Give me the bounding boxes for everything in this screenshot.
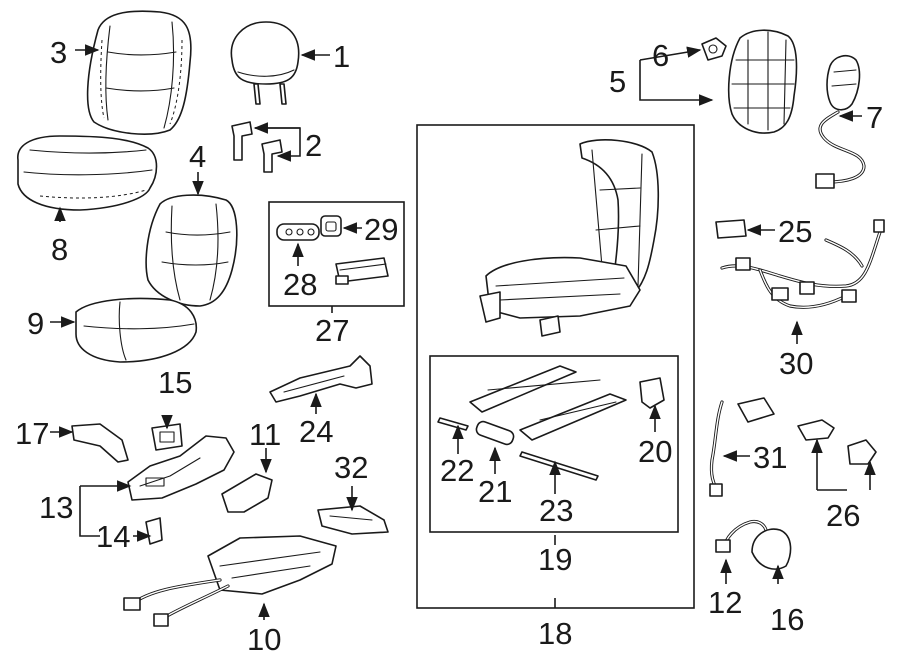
part-4-seat-back-pad [145, 194, 238, 307]
part-28-control-unit [335, 257, 389, 285]
callout-24: 24 [299, 414, 333, 449]
part-27-switch-group [268, 201, 405, 307]
callout-14: 14 [96, 519, 130, 554]
callout-19: 19 [538, 542, 572, 577]
callout-5: 5 [609, 64, 626, 99]
part-9-seat-cushion-pad [75, 297, 198, 363]
callout-4: 4 [189, 139, 206, 174]
part-13-side-shield [127, 435, 235, 501]
part-12-wire-harness [715, 519, 768, 553]
part-15-cover [151, 423, 183, 451]
part-22-pin [437, 417, 469, 431]
part-29-knob [320, 215, 342, 237]
callout-32: 32 [334, 450, 368, 485]
part-8-seat-cushion-cover [17, 135, 158, 211]
callout-3: 3 [50, 35, 67, 70]
part-20-bracket [639, 377, 665, 409]
callout-16: 16 [770, 602, 804, 637]
part-26-covers [797, 419, 877, 465]
callout-2: 2 [305, 128, 322, 163]
callout-27: 27 [315, 313, 349, 348]
callout-13: 13 [39, 490, 73, 525]
part-1-headrest [230, 21, 300, 105]
callout-20: 20 [638, 434, 672, 469]
callout-8: 8 [51, 232, 68, 267]
callout-10: 10 [247, 622, 281, 657]
part-17-trim [71, 423, 129, 463]
part-11-bracket [221, 473, 273, 513]
callout-9: 9 [27, 306, 44, 341]
part-23-rod [519, 451, 599, 481]
part-2-headrest-guides [231, 121, 283, 173]
callout-7: 7 [866, 100, 883, 135]
callout-11: 11 [249, 417, 281, 452]
part-3-seat-back-cover [86, 10, 192, 135]
part-14-clip [145, 517, 163, 545]
part-19-seat-track [469, 365, 627, 441]
callout-18: 18 [538, 616, 572, 651]
part-16-cover [751, 528, 792, 570]
callout-6: 6 [652, 38, 669, 73]
part-28-switch [276, 223, 320, 241]
callout-28: 28 [283, 267, 317, 302]
callout-23: 23 [539, 493, 573, 528]
callout-21: 21 [478, 474, 512, 509]
callout-17: 17 [15, 416, 49, 451]
part-5-back-panel [727, 29, 798, 134]
part-32-module [317, 505, 389, 535]
callout-29: 29 [364, 212, 398, 247]
part-24-bracket [269, 355, 373, 403]
part-7-side-airbag [815, 54, 866, 189]
leader-lines [50, 44, 876, 620]
part-25-bracket [715, 219, 747, 239]
callout-12: 12 [708, 585, 742, 620]
part-31-wire-harness [709, 397, 775, 497]
callout-22: 22 [440, 453, 474, 488]
callout-1: 1 [333, 39, 350, 74]
callout-25: 25 [778, 214, 812, 249]
callout-26: 26 [826, 498, 860, 533]
part-6-knob [701, 37, 727, 61]
callout-31: 31 [753, 440, 787, 475]
callout-15: 15 [158, 365, 192, 400]
part-10-seat-heater [123, 535, 337, 627]
callout-numbers: 1 2 3 4 5 6 7 8 9 10 11 12 13 14 15 16 1… [15, 35, 883, 657]
callout-30: 30 [779, 346, 813, 381]
part-21-motor [475, 420, 515, 446]
part-30-wire-harness [720, 219, 885, 309]
seat-frame [479, 139, 660, 337]
